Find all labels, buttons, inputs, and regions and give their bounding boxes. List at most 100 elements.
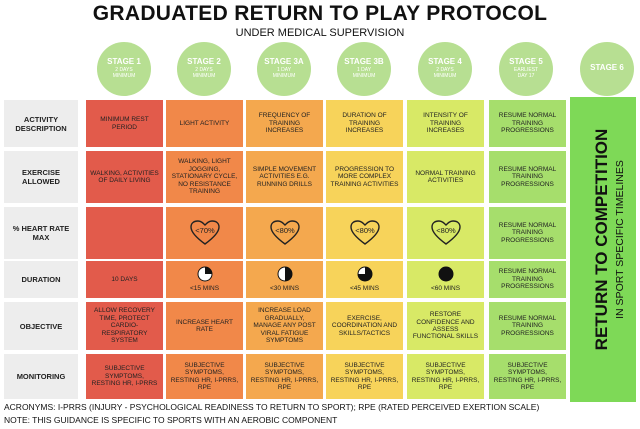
heart-rate-value: <80% — [275, 226, 295, 235]
protocol-cell: SUBJECTIVE SYMPTOMS, RESTING HR, I-PRRS — [86, 354, 163, 399]
row-label: ACTIVITY DESCRIPTION — [4, 100, 78, 147]
protocol-cell: WALKING, ACTIVITIES OF DAILY LIVING — [86, 151, 163, 203]
duration-clock-icon — [197, 266, 212, 282]
row-label: % HEART RATE MAX — [4, 207, 78, 259]
cell-text: <30 MINS — [269, 285, 300, 293]
protocol-cell: <80% — [326, 207, 403, 259]
duration-clock-icon — [438, 266, 453, 282]
protocol-cell: RESUME NORMAL TRAINING PROGRESSIONS — [489, 151, 566, 203]
stage-label: STAGE 6 — [590, 62, 624, 72]
stage-duration: 2 DAYS — [195, 66, 213, 73]
row-label: OBJECTIVE — [4, 302, 78, 350]
cell-text: SUBJECTIVE SYMPTOMS, RESTING HR, I-PRRS — [91, 365, 158, 388]
footer-note: NOTE: THIS GUIDANCE IS SPECIFIC TO SPORT… — [4, 415, 338, 425]
stage-duration: MINIMUM — [192, 73, 216, 80]
protocol-cell: <45 MINS — [326, 261, 403, 298]
stage-label: STAGE 2 — [187, 56, 221, 66]
cell-text: INCREASE LOAD GRADUALLY, MANAGE ANY POST… — [253, 307, 316, 345]
row-label: MONITORING — [4, 354, 78, 399]
row-label: DURATION — [4, 261, 78, 298]
protocol-cell: <80% — [407, 207, 484, 259]
cell-text: RESUME NORMAL TRAINING PROGRESSIONS — [498, 112, 557, 135]
cell-text: RESUME NORMAL TRAINING PROGRESSIONS — [498, 314, 557, 337]
cell-text: WALKING, LIGHT JOGGING, STATIONARY CYCLE… — [171, 158, 238, 196]
protocol-cell: WALKING, LIGHT JOGGING, STATIONARY CYCLE… — [166, 151, 243, 203]
protocol-cell: PROGRESSION TO MORE COMPLEX TRAINING ACT… — [326, 151, 403, 203]
stage-duration: 1 DAY — [276, 66, 292, 73]
cell-text: RESTORE CONFIDENCE AND ASSESS FUNCTIONAL… — [412, 311, 479, 341]
heart-rate-value: <80% — [355, 226, 375, 235]
protocol-cell: <30 MINS — [246, 261, 323, 298]
stage-duration: MINIMUM — [272, 73, 296, 80]
protocol-cell: MINIMUM REST PERIOD — [86, 100, 163, 147]
stage-duration: MINIMUM — [433, 73, 457, 80]
cell-text: SUBJECTIVE SYMPTOMS, RESTING HR, I-PRRS,… — [411, 361, 480, 391]
cell-text: EXERCISE, COORDINATION AND SKILLS/TACTIC… — [331, 314, 398, 337]
protocol-cell — [86, 207, 163, 259]
protocol-cell: NORMAL TRAINING ACTIVITIES — [407, 151, 484, 203]
cell-text: NORMAL TRAINING ACTIVITIES — [415, 169, 476, 184]
stage-duration: 1 DAY — [356, 66, 372, 73]
protocol-cell: FREQUENCY OF TRAINING INCREASES — [246, 100, 323, 147]
cell-text: RESUME NORMAL TRAINING PROGRESSIONS — [498, 268, 557, 291]
cell-text: RESUME NORMAL TRAINING PROGRESSIONS — [498, 221, 557, 244]
stage-duration: DAY 17 — [517, 73, 535, 80]
heart-icon: <70% — [189, 220, 220, 245]
cell-text: <15 MINS — [189, 285, 220, 293]
cell-text: 10 DAYS — [111, 275, 138, 283]
duration-clock-icon — [277, 266, 292, 282]
page-title: GRADUATED RETURN TO PLAY PROTOCOL — [92, 2, 548, 25]
protocol-cell: LIGHT ACTIVITY — [166, 100, 243, 147]
stage-circle: STAGE 6 — [580, 42, 634, 96]
heart-icon: <80% — [269, 220, 300, 245]
protocol-cell: RESTORE CONFIDENCE AND ASSESS FUNCTIONAL… — [407, 302, 484, 350]
protocol-cell: RESUME NORMAL TRAINING PROGRESSIONS — [489, 207, 566, 259]
stage-duration: MINIMUM — [112, 73, 136, 80]
protocol-cell: SUBJECTIVE SYMPTOMS, RESTING HR, I-PRRS,… — [326, 354, 403, 399]
cell-text: SUBJECTIVE SYMPTOMS, RESTING HR, I-PRRS,… — [170, 361, 239, 391]
protocol-cell: DURATION OF TRAINING INCREASES — [326, 100, 403, 147]
protocol-cell: ALLOW RECOVERY TIME, PROTECT CARDIO-RESP… — [86, 302, 163, 350]
heart-rate-value: <70% — [195, 226, 215, 235]
stage-duration: 2 DAYS — [436, 66, 454, 73]
cell-text: SUBJECTIVE SYMPTOMS, RESTING HR, I-PRRS,… — [493, 361, 562, 391]
protocol-cell: RESUME NORMAL TRAINING PROGRESSIONS — [489, 261, 566, 298]
stage-label: STAGE 3A — [264, 56, 304, 66]
protocol-cell: SUBJECTIVE SYMPTOMS, RESTING HR, I-PRRS,… — [166, 354, 243, 399]
cell-text: FREQUENCY OF TRAINING INCREASES — [258, 112, 311, 135]
cell-text: <60 MINS — [430, 285, 461, 293]
stage-duration: EARLIEST — [513, 66, 539, 73]
cell-text: SUBJECTIVE SYMPTOMS, RESTING HR, I-PRRS,… — [330, 361, 399, 391]
stage-label: STAGE 3B — [344, 56, 384, 66]
protocol-cell: RESUME NORMAL TRAINING PROGRESSIONS — [489, 100, 566, 147]
return-to-competition-panel — [570, 97, 636, 402]
cell-text: ALLOW RECOVERY TIME, PROTECT CARDIO-RESP… — [94, 307, 155, 345]
stage-label: STAGE 1 — [107, 56, 141, 66]
cell-text: PROGRESSION TO MORE COMPLEX TRAINING ACT… — [330, 165, 399, 188]
stage-duration: MINIMUM — [352, 73, 376, 80]
protocol-cell: RESUME NORMAL TRAINING PROGRESSIONS — [489, 302, 566, 350]
heart-rate-value: <80% — [436, 226, 456, 235]
protocol-cell: 10 DAYS — [86, 261, 163, 298]
cell-text: <45 MINS — [349, 285, 380, 293]
stage-label: STAGE 5 — [509, 56, 543, 66]
protocol-cell: INCREASE LOAD GRADUALLY, MANAGE ANY POST… — [246, 302, 323, 350]
cell-text: WALKING, ACTIVITIES OF DAILY LIVING — [90, 169, 159, 184]
cell-text: RESUME NORMAL TRAINING PROGRESSIONS — [498, 165, 557, 188]
protocol-cell: SUBJECTIVE SYMPTOMS, RESTING HR, I-PRRS,… — [407, 354, 484, 399]
protocol-cell: <15 MINS — [166, 261, 243, 298]
cell-text: INTENSITY OF TRAINING INCREASES — [423, 112, 468, 135]
page-subtitle: UNDER MEDICAL SUPERVISION — [235, 27, 405, 39]
protocol-cell: EXERCISE, COORDINATION AND SKILLS/TACTIC… — [326, 302, 403, 350]
return-to-competition-subtitle: IN SPORT SPECIFIC TIMELINES — [614, 160, 626, 319]
cell-text: DURATION OF TRAINING INCREASES — [342, 112, 387, 135]
cell-text: LIGHT ACTIVITY — [179, 119, 230, 127]
protocol-cell: INCREASE HEART RATE — [166, 302, 243, 350]
protocol-cell: SIMPLE MOVEMENT ACTIVITIES E.G. RUNNING … — [246, 151, 323, 203]
duration-clock-icon — [357, 266, 372, 282]
